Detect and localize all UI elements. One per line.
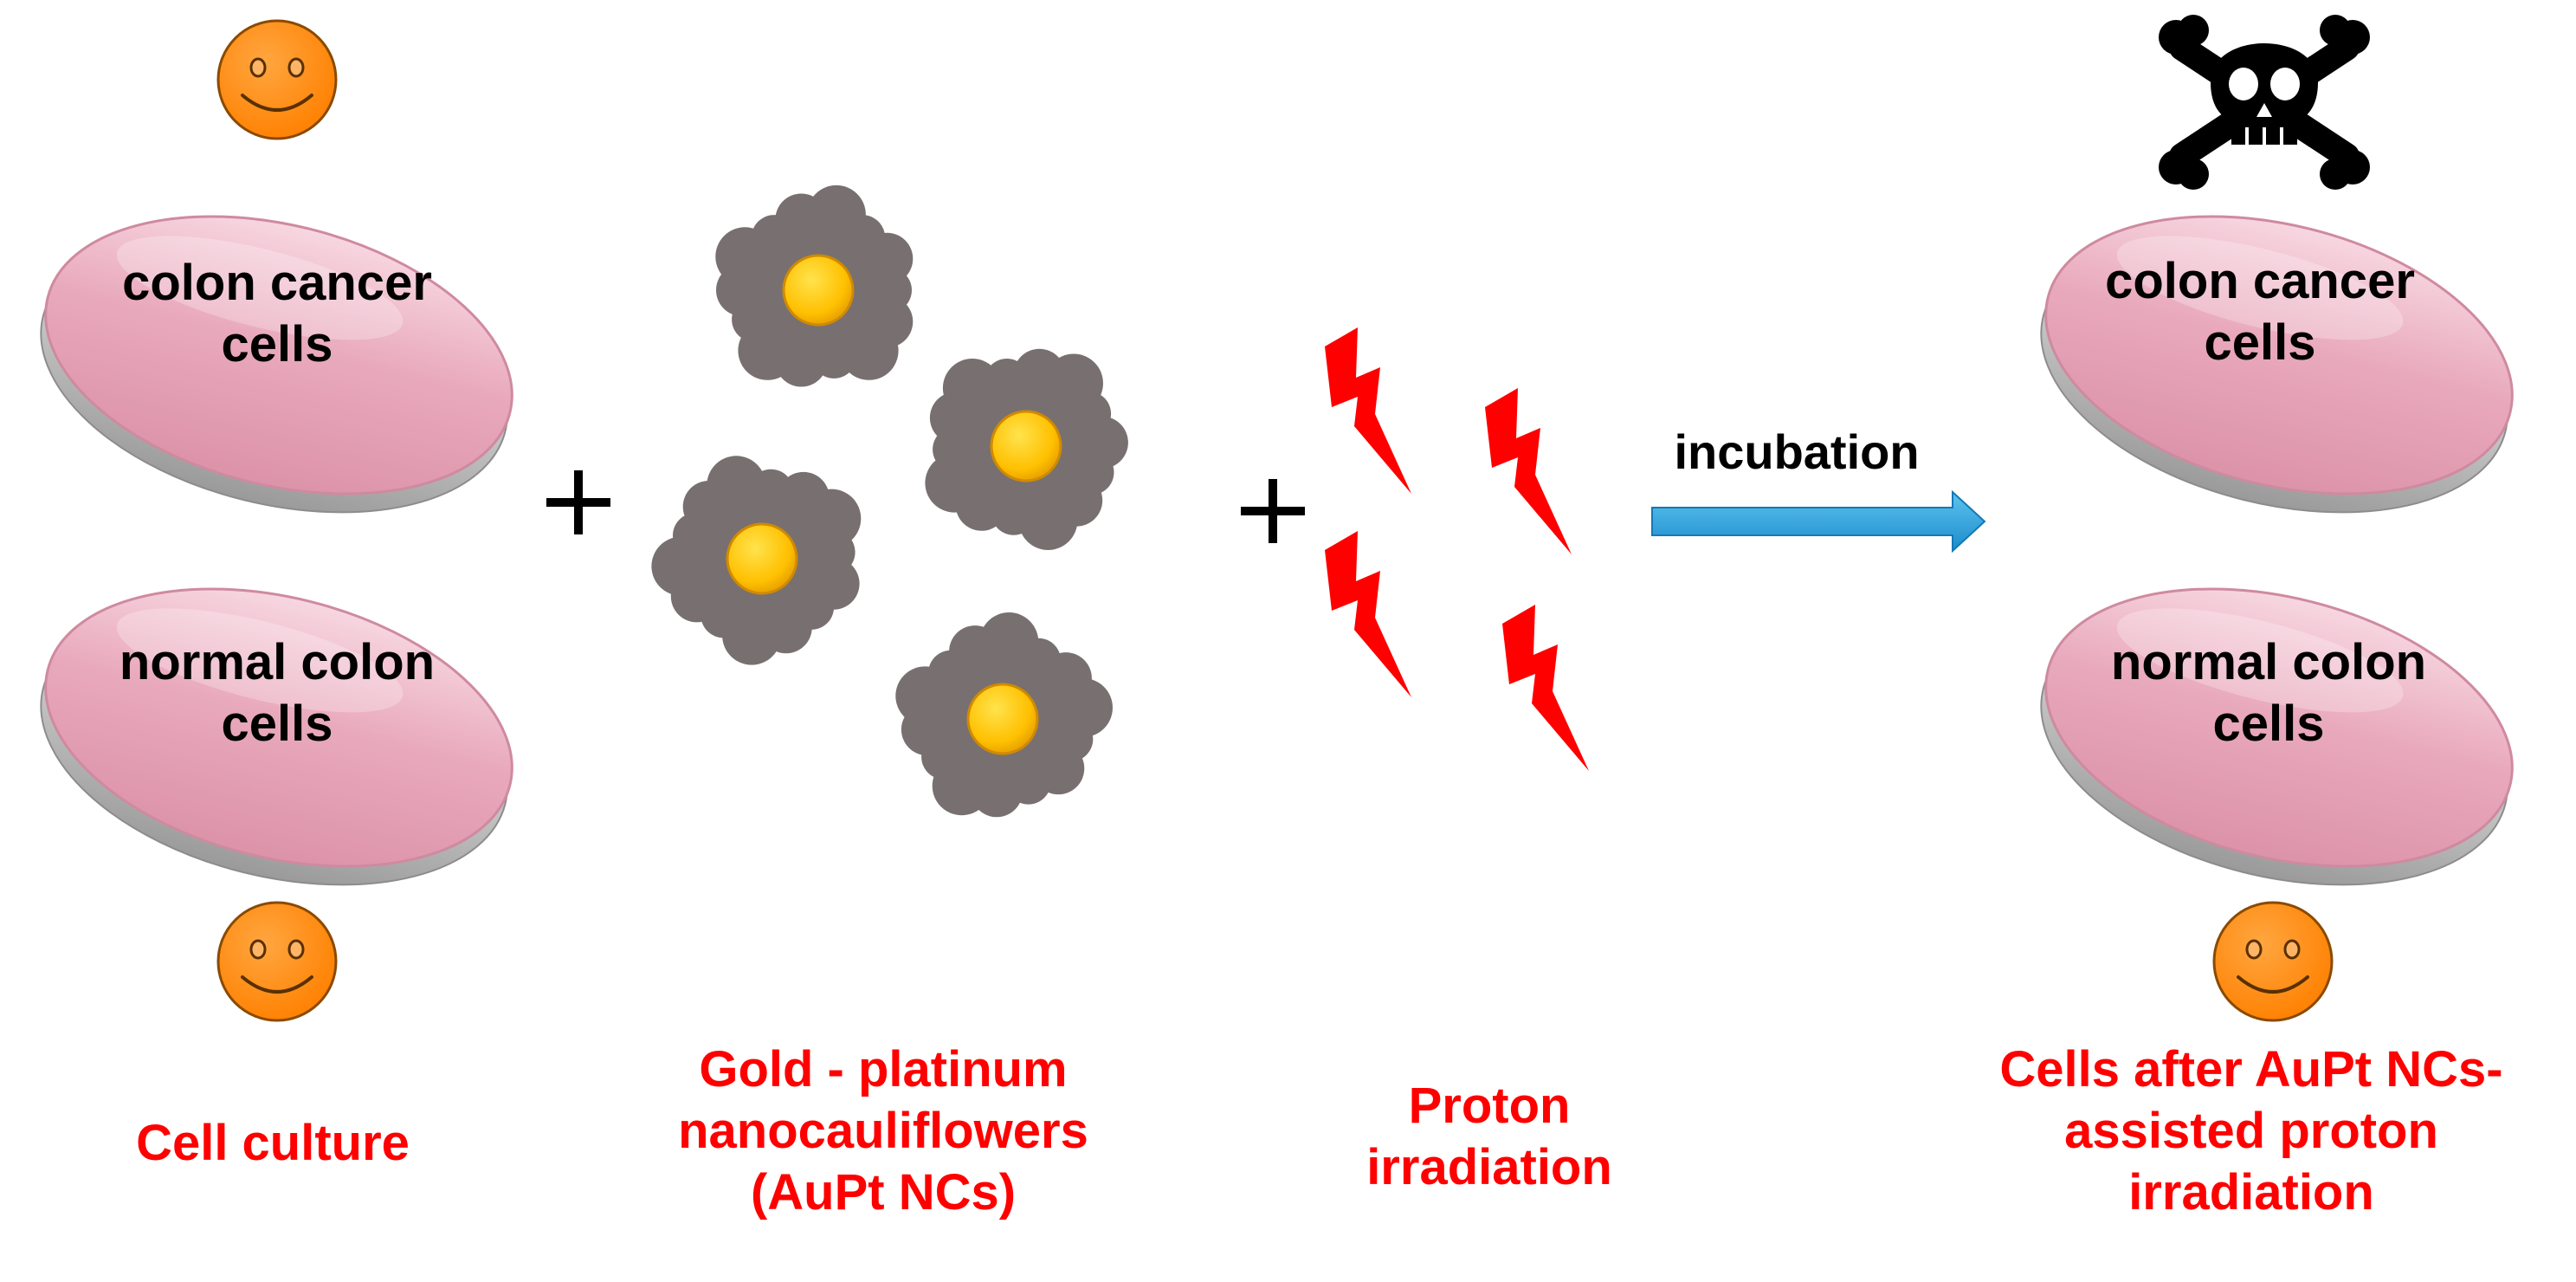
plus-sign-icon (1241, 479, 1305, 543)
lightning-bolt-icon (1325, 327, 1411, 494)
nanocauliflower-icon (895, 612, 1113, 818)
dish-label-normal-colon-right: normal colon cells (2110, 634, 2427, 752)
caption-cell-culture: Cell culture (136, 1115, 410, 1171)
lightning-bolt-icon (1325, 531, 1411, 697)
petri-dish-normal-colon-left (40, 587, 513, 886)
gold-core (726, 522, 798, 595)
lightning-bolt-group (1325, 327, 1589, 771)
plus-sign-icon (546, 470, 610, 534)
gold-core (990, 410, 1062, 482)
dish-label-normal-colon-left: normal colon cells (119, 634, 436, 752)
lightning-bolt-icon (1502, 605, 1589, 771)
incubation-label: incubation (1674, 424, 1920, 479)
dish-label-colon-cancer-left: colon cancer cells (122, 255, 432, 372)
dish-label-colon-cancer-right: colon cancer cells (2105, 253, 2415, 371)
nanocauliflower-icon (715, 185, 914, 387)
nanocauliflower-icon (651, 456, 862, 665)
caption-cells-after-treatment: Cells after AuPt NCs- assisted proton ir… (1999, 1041, 2503, 1220)
gold-core (966, 683, 1039, 755)
lightning-bolt-icon (1485, 388, 1572, 554)
caption-proton-irradiation: Proton irradiation (1366, 1078, 1612, 1195)
gold-core (782, 254, 855, 327)
nanoparticle-group (651, 185, 1128, 818)
nanocauliflower-icon (925, 348, 1128, 550)
smiley-face-icon (216, 901, 338, 1022)
petri-dish-colon-cancer-left (40, 215, 513, 514)
caption-gold-platinum-nanocauliflowers: Gold - platinum nanocauliflowers (AuPt N… (678, 1041, 1088, 1220)
right-arrow-icon (1651, 489, 1986, 554)
smiley-face-icon (216, 19, 338, 140)
smiley-face-icon (2212, 901, 2334, 1022)
skull-crossbones-icon (2159, 15, 2370, 190)
petri-dish-colon-cancer-right (2040, 215, 2514, 514)
petri-dish-normal-colon-right (2040, 587, 2514, 886)
